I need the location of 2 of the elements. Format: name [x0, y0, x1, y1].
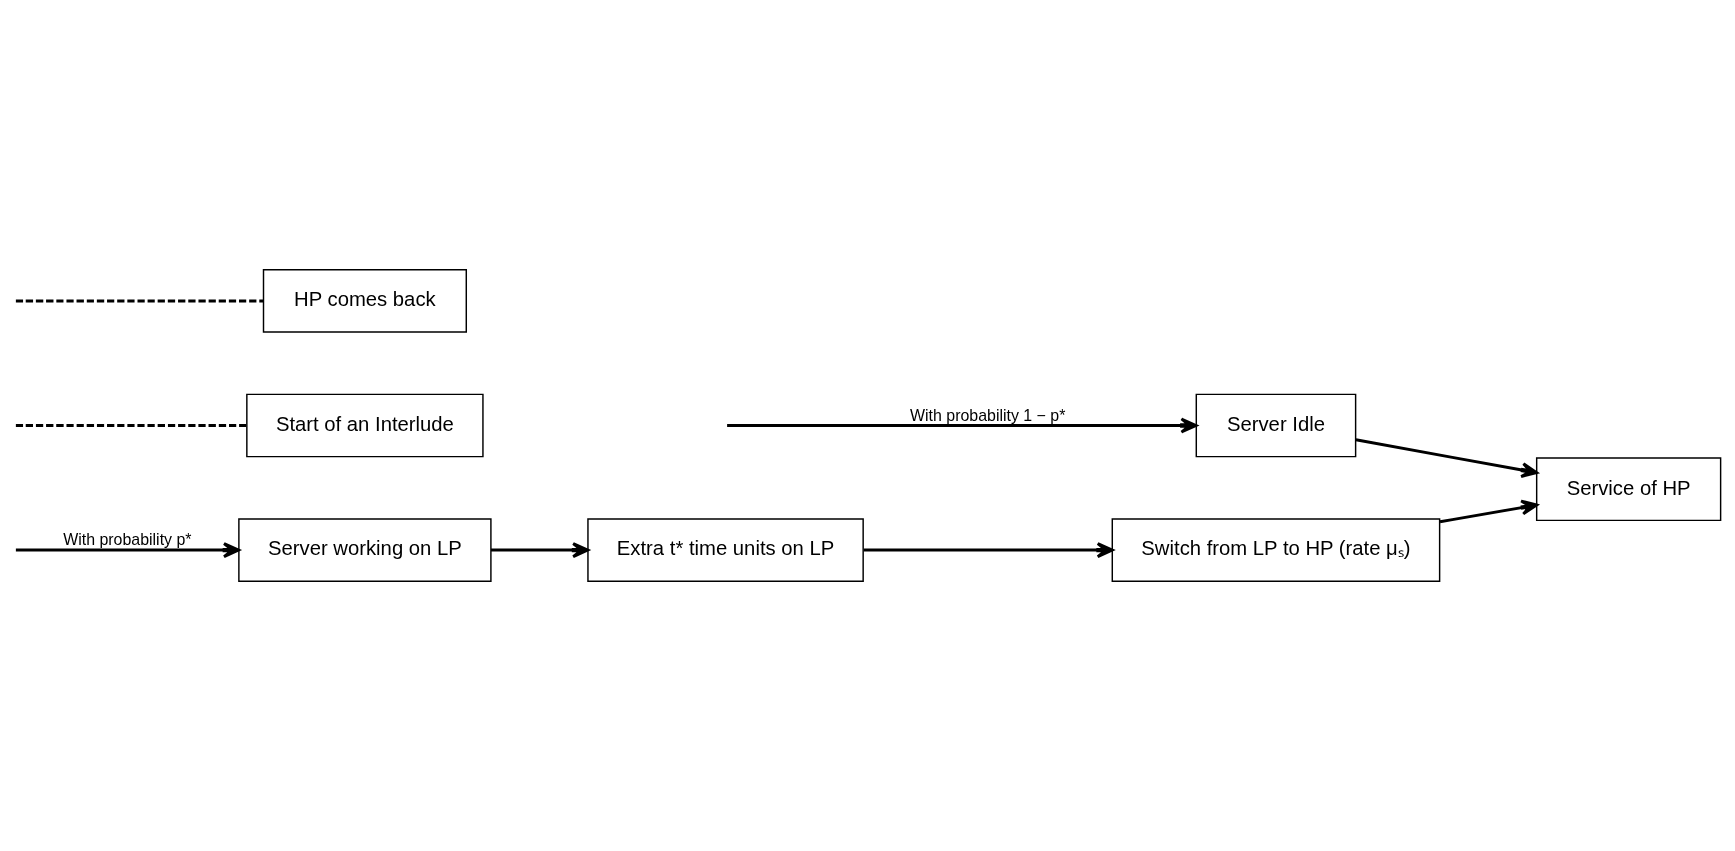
edge-label: With probability p* [63, 531, 192, 549]
edge-label: With probability 1 − p* [910, 406, 1066, 424]
